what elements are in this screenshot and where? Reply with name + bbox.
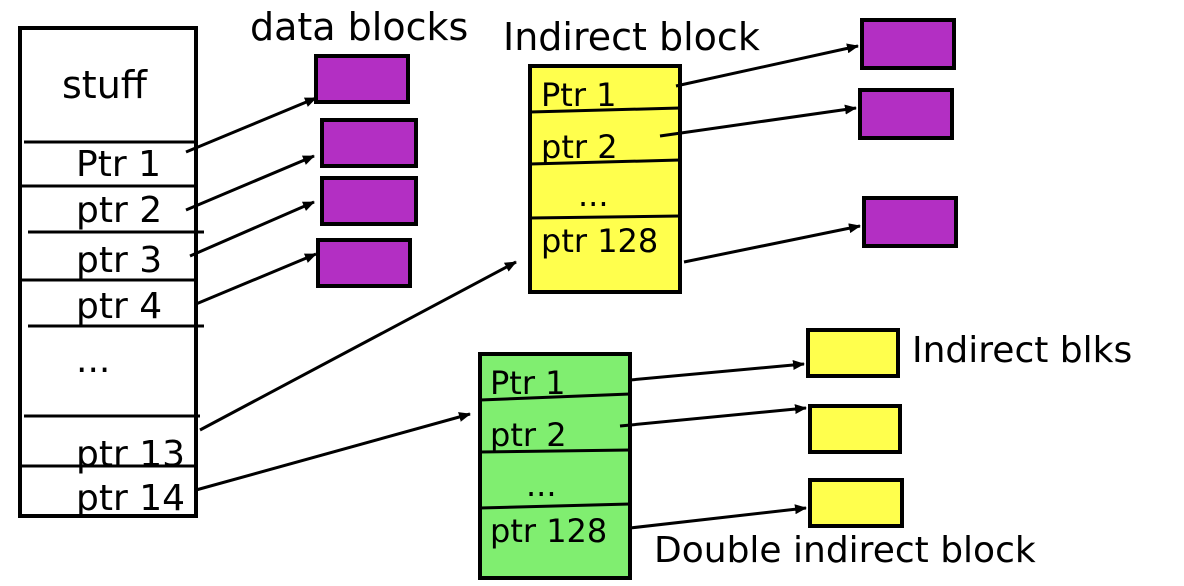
data-block: [320, 176, 418, 226]
indirect-ptr-1: Ptr 1: [541, 76, 617, 114]
arrow-indirect-ptr128: [683, 223, 861, 264]
inode-stuff-label: stuff: [62, 63, 148, 107]
indirect-block-outline: [528, 64, 682, 294]
inode-ptr-13: ptr 13: [76, 434, 185, 475]
double-indirect-ptr-128: ptr 128: [490, 512, 607, 550]
arrow-indirect-ptr2: [659, 104, 857, 138]
inode-ptr-2: ptr 2: [76, 190, 162, 231]
double-indirect-outline: [478, 352, 632, 580]
arrow-double-ptr2: [619, 404, 807, 428]
arrow-ptr3-to-data: [189, 200, 315, 258]
data-block: [320, 118, 418, 168]
indirect-blk: [808, 404, 902, 454]
indirect-ptr-128: ptr 128: [541, 222, 658, 260]
indirect-divider: [529, 106, 681, 114]
double-indirect-block-label: Double indirect block: [654, 530, 1036, 571]
arrow-ptr14-to-double-indirect: [195, 412, 471, 492]
indirect-blks-label: Indirect blks: [912, 330, 1132, 371]
double-indirect-ellipsis: ...: [526, 466, 557, 504]
arrow-indirect-ptr1: [675, 43, 859, 88]
arrow-ptr1-to-data: [185, 96, 317, 154]
arrow-double-ptr128: [629, 504, 807, 530]
data-block: [314, 54, 410, 104]
indirect-ptr-2: ptr 2: [541, 128, 618, 166]
inode-outline: [18, 26, 198, 518]
arrow-ptr2-to-data: [185, 154, 315, 212]
data-block: [862, 196, 958, 248]
indirect-block-label: Indirect block: [503, 15, 760, 59]
indirect-ellipsis: ...: [578, 176, 609, 214]
arrow-ptr13-to-indirect: [199, 260, 517, 432]
double-indirect-ptr-2: ptr 2: [490, 416, 567, 454]
indirect-block: Ptr 1 ptr 2 ... ptr 128: [528, 64, 682, 294]
double-indirect-divider: [479, 392, 631, 402]
double-indirect-ptr-1: Ptr 1: [490, 364, 566, 402]
indirect-blk: [808, 478, 904, 528]
arrow-ptr4-to-data: [195, 252, 317, 306]
indirect-divider: [529, 158, 681, 166]
data-block: [858, 88, 954, 140]
double-indirect-block: Ptr 1 ptr 2 ... ptr 128: [478, 352, 632, 580]
data-block: [860, 18, 956, 70]
inode-ptr-3: ptr 3: [76, 240, 162, 281]
inode-block: stuff Ptr 1 ptr 2 ptr 3 ptr 4 ... ptr 13…: [18, 26, 204, 519]
inode-ellipsis: ...: [76, 340, 110, 381]
arrow-double-ptr1: [629, 360, 805, 382]
double-indirect-divider: [479, 448, 631, 454]
data-block: [316, 238, 412, 288]
data-blocks-label: data blocks: [250, 5, 468, 49]
inode-ptr-1: Ptr 1: [76, 144, 161, 185]
inode-ptr-4: ptr 4: [76, 286, 162, 327]
double-indirect-divider: [479, 502, 631, 510]
indirect-divider: [529, 214, 681, 220]
indirect-blk: [806, 328, 900, 378]
inode-ptr-14: ptr 14: [76, 478, 185, 519]
